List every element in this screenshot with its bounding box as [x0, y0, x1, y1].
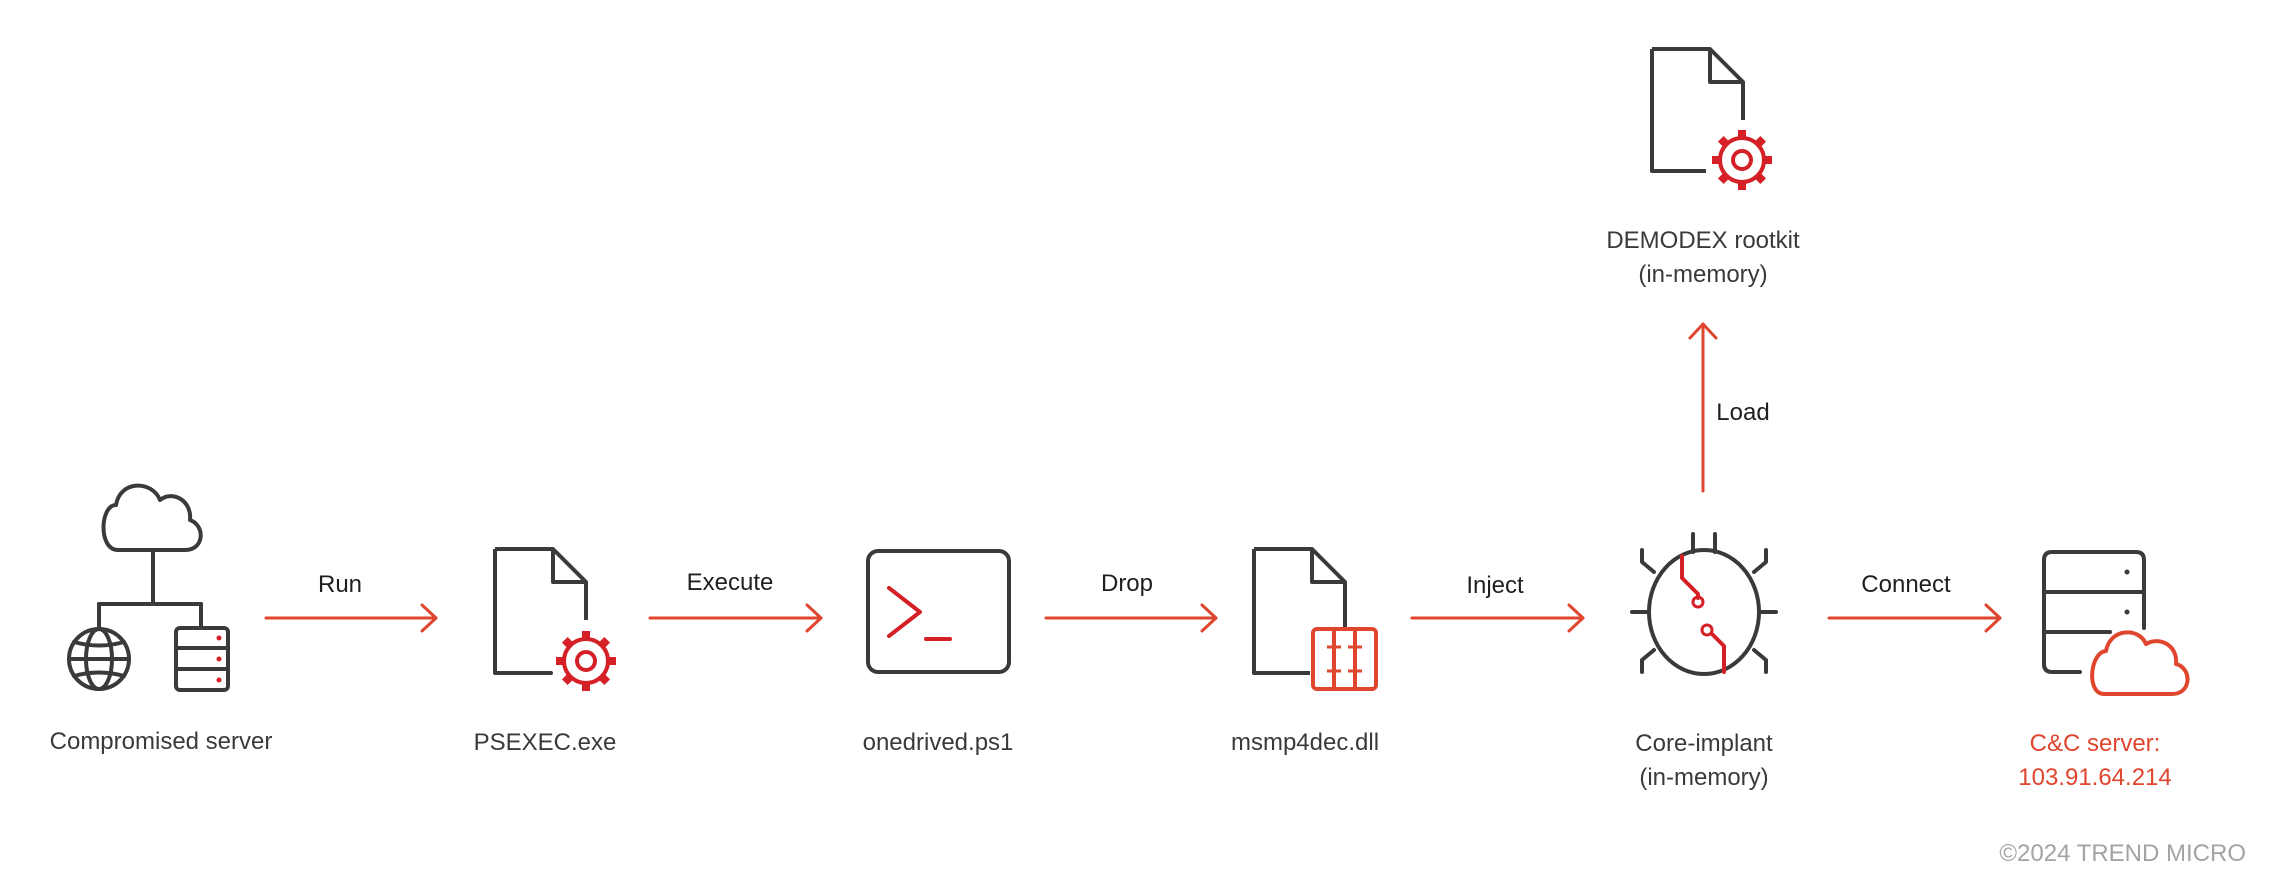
node-label-compromised-server: Compromised server — [49, 728, 273, 755]
arrow-connect — [1827, 603, 2002, 633]
edge-label-inject: Inject — [1466, 572, 1524, 599]
edge-label-drop: Drop — [1100, 570, 1154, 597]
node-label-demodex-rootkit: DEMODEX rootkit (in-memory) — [1606, 227, 1800, 288]
node-label-core-implant: Core-implant (in-memory) — [1635, 730, 1773, 791]
arrow-run — [264, 603, 438, 633]
copyright-notice: ©2024 TREND MICRO — [1999, 840, 2246, 867]
executable-file-gear-icon — [493, 547, 616, 691]
server-network-icon — [67, 483, 230, 692]
arrow-load — [1688, 322, 1718, 493]
server-network-icon-leds — [216, 635, 222, 683]
file-gear-icon — [1650, 47, 1772, 190]
arrow-execute — [648, 603, 823, 633]
terminal-window-icon — [866, 549, 1011, 674]
arrow-drop — [1044, 603, 1218, 633]
edge-label-run: Run — [317, 571, 363, 598]
server-cloud-icon-leds — [2124, 569, 2130, 615]
edge-label-load: Load — [1716, 399, 1770, 426]
arrow-inject — [1410, 603, 1585, 633]
edge-label-connect: Connect — [1861, 571, 1951, 598]
bug-chip-icon — [1630, 532, 1778, 676]
node-label-msmp4dec: msmp4dec.dll — [1230, 729, 1380, 756]
node-label-psexec: PSEXEC.exe — [473, 729, 617, 756]
server-cloud-icon — [2042, 550, 2190, 696]
node-label-onedrived: onedrived.ps1 — [862, 729, 1014, 756]
edge-label-execute: Execute — [686, 569, 774, 596]
node-label-cnc-server: C&C server: 103.91.64.214 — [2018, 730, 2172, 791]
dll-file-icon — [1252, 547, 1378, 691]
